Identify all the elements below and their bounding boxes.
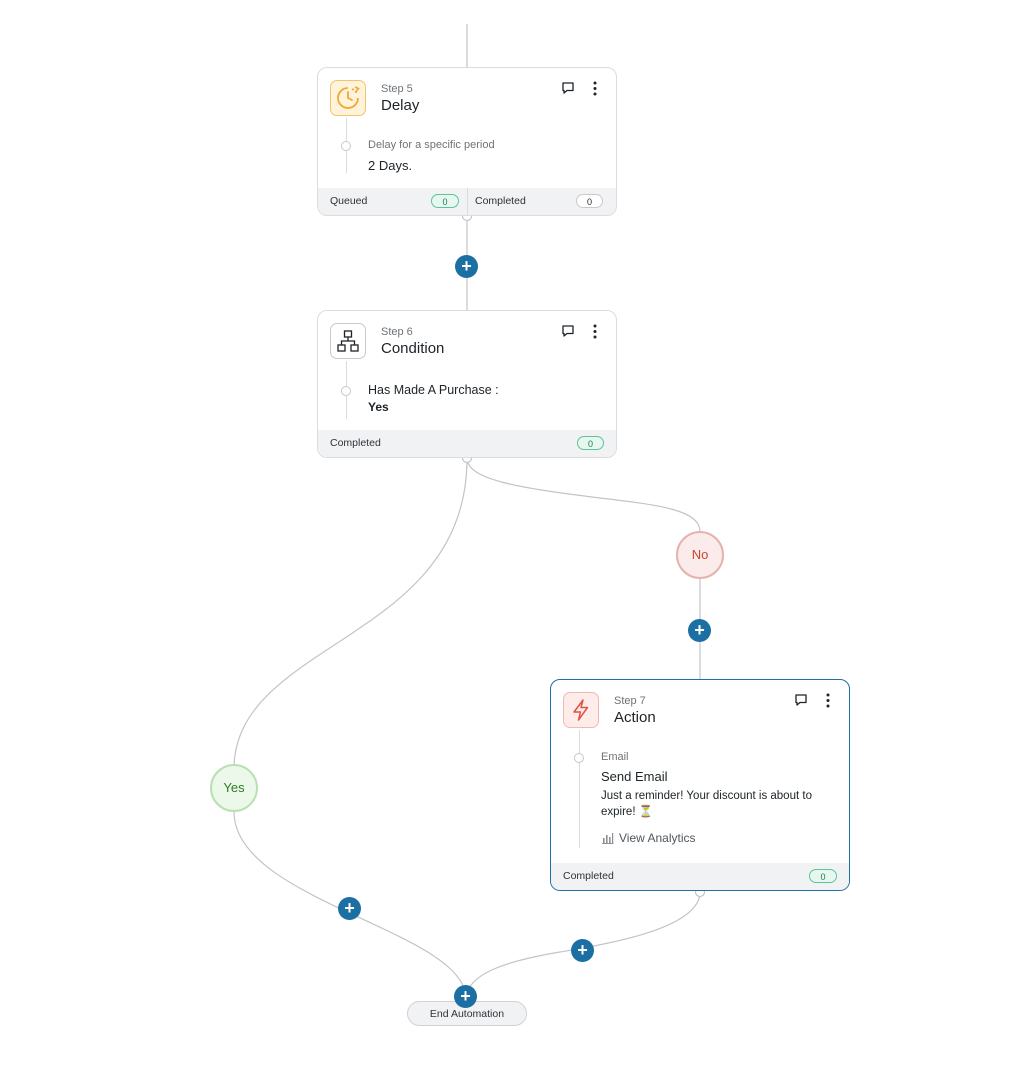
completed-label: Completed bbox=[330, 437, 381, 449]
queued-label: Queued bbox=[330, 195, 368, 207]
condition-text: Has Made A Purchase : bbox=[368, 383, 499, 397]
comment-icon[interactable] bbox=[561, 81, 575, 95]
completed-count-badge[interactable]: 0 bbox=[576, 194, 603, 208]
step-title: Condition bbox=[381, 340, 445, 357]
connector-condition-yes bbox=[233, 457, 468, 766]
footer-divider bbox=[467, 188, 468, 215]
step-6-condition-card[interactable]: Step 6 Condition Has Made A Purchase : Y… bbox=[317, 310, 617, 458]
step-5-delay-card[interactable]: Step 5 Delay Delay for a specific period… bbox=[317, 67, 617, 216]
action-type-label: Email bbox=[601, 751, 629, 763]
step-number-label: Step 6 bbox=[381, 326, 413, 338]
bar-chart-icon bbox=[602, 833, 614, 844]
add-step-button[interactable]: + bbox=[338, 897, 361, 920]
view-analytics-label: View Analytics bbox=[619, 831, 696, 845]
completed-count-badge[interactable]: 0 bbox=[809, 869, 837, 883]
lightning-icon bbox=[573, 699, 589, 721]
step-timeline bbox=[579, 730, 580, 848]
delay-step-icon-box bbox=[330, 80, 366, 116]
more-options-icon[interactable] bbox=[592, 81, 598, 96]
step-number-label: Step 7 bbox=[614, 695, 646, 707]
step-7-action-card[interactable]: Step 7 Action Email Send Email Just a re… bbox=[550, 679, 850, 891]
condition-step-icon-box bbox=[330, 323, 366, 359]
completed-label: Completed bbox=[475, 195, 526, 207]
step-number-label: Step 5 bbox=[381, 83, 413, 95]
add-step-button[interactable]: + bbox=[688, 619, 711, 642]
view-analytics-link[interactable]: View Analytics bbox=[601, 831, 695, 845]
comment-icon[interactable] bbox=[794, 693, 808, 707]
comment-icon[interactable] bbox=[561, 324, 575, 338]
completed-count-badge[interactable]: 0 bbox=[577, 436, 604, 450]
action-step-icon-box bbox=[563, 692, 599, 728]
add-step-button[interactable]: + bbox=[571, 939, 594, 962]
action-title: Send Email bbox=[601, 769, 668, 784]
connector-condition-no bbox=[466, 457, 701, 533]
timeline-dot bbox=[574, 753, 584, 763]
step-stats-footer: Completed 0 bbox=[318, 430, 616, 457]
clock-icon bbox=[337, 86, 360, 109]
queued-count-badge[interactable]: 0 bbox=[431, 194, 459, 208]
delay-duration: 2 Days. bbox=[368, 158, 413, 173]
connector-step7-end bbox=[465, 891, 701, 997]
step-title: Action bbox=[614, 709, 656, 726]
condition-value: Yes bbox=[368, 400, 389, 414]
step-stats-footer: Queued 0 Completed 0 bbox=[318, 188, 616, 215]
hierarchy-icon bbox=[337, 330, 359, 352]
email-message-preview: Just a reminder! Your discount is about … bbox=[601, 790, 812, 818]
no-branch-label: No bbox=[676, 531, 724, 579]
more-options-icon[interactable] bbox=[825, 693, 831, 708]
more-options-icon[interactable] bbox=[592, 324, 598, 339]
completed-label: Completed bbox=[563, 870, 614, 882]
yes-branch-label: Yes bbox=[210, 764, 258, 812]
add-step-button[interactable]: + bbox=[455, 255, 478, 278]
delay-detail-label: Delay for a specific period bbox=[368, 139, 495, 151]
timeline-dot bbox=[341, 141, 351, 151]
step-stats-footer: Completed 0 bbox=[551, 863, 849, 890]
add-step-button[interactable]: + bbox=[454, 985, 477, 1008]
step-title: Delay bbox=[381, 97, 420, 114]
timeline-dot bbox=[341, 386, 351, 396]
